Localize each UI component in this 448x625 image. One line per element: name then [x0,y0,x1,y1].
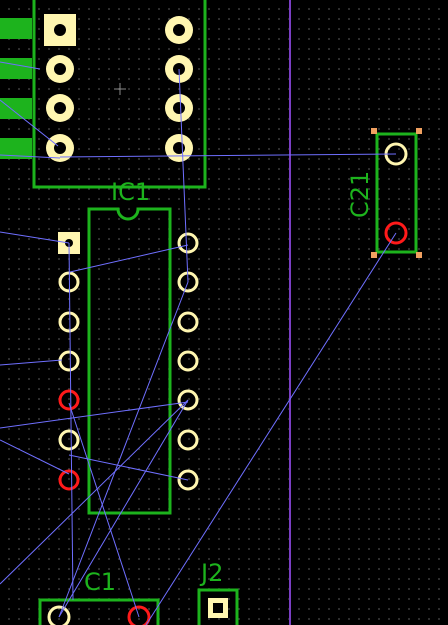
ic1-pad[interactable] [177,469,199,491]
ratsnest-lines [0,61,397,625]
header-outline [32,0,207,189]
c21-label: C21 [346,171,374,218]
c1-pad[interactable] [47,605,71,625]
header-pads[interactable] [44,14,193,162]
j2-label: J2 [199,559,223,587]
ic1-pad[interactable] [177,232,199,254]
ic1-outline[interactable] [87,207,172,515]
c21-corner-handles[interactable] [371,128,422,258]
c1-label: C1 [84,568,116,596]
j2-outline[interactable] [197,588,239,625]
c1-pad-unrouted[interactable] [127,605,151,625]
ic1-pad[interactable] [177,429,199,451]
ic1-pads[interactable] [58,232,199,491]
c21-pad-unrouted[interactable] [384,221,408,245]
crosshair-icon [114,83,126,95]
header-edge-fingers [0,18,32,159]
ic1-pad-unrouted[interactable] [58,389,80,411]
ic1-pad[interactable] [177,389,199,411]
c21-outline[interactable] [375,132,418,254]
ic1-pad[interactable] [177,311,199,333]
ic1-pad[interactable] [58,429,80,451]
ic1-pad[interactable] [58,311,80,333]
c1-outline[interactable] [38,598,160,625]
ic1-pad[interactable] [58,350,80,372]
ic1-pad[interactable] [177,350,199,372]
ic1-label: IC1 [111,178,150,206]
ic1-pad-unrouted[interactable] [58,469,80,491]
